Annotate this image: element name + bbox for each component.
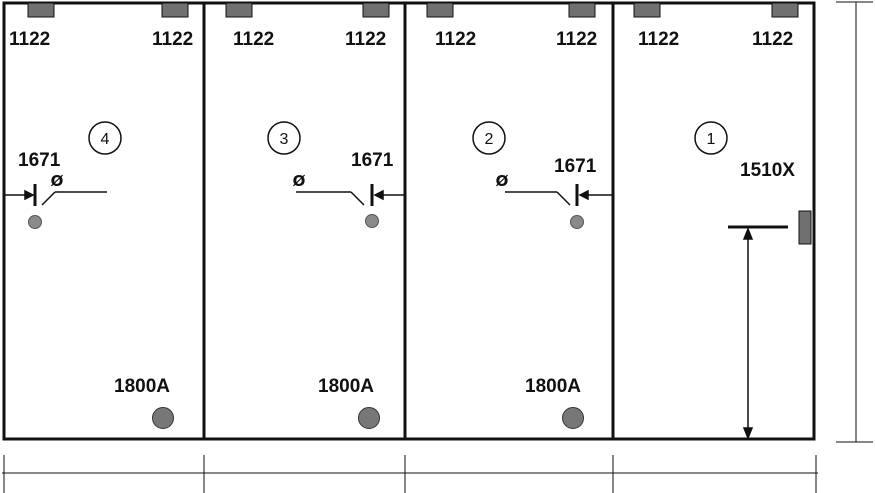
panel-number-text: 3 [280, 131, 289, 148]
lock-label: 1671 [351, 150, 394, 171]
hinge [225, 2, 253, 18]
knob-icon [562, 407, 584, 429]
panel-number-4: 4 [88, 121, 122, 155]
frame-outline [2, 1, 816, 441]
panel-number-2: 2 [472, 121, 506, 155]
diameter-symbol: Ø [293, 172, 306, 190]
knob-label: 1800A [525, 376, 581, 397]
knob-icon [358, 407, 380, 429]
diameter-symbol: Ø [496, 172, 509, 190]
panel-number-1: 1 [694, 121, 728, 155]
lock-assembly-panel-4: 1671 Ø [4, 150, 107, 229]
hinge-label: 1122 [752, 29, 793, 50]
hinge [568, 2, 596, 18]
hinge-label: 1122 [233, 29, 274, 50]
lock-label: 1671 [18, 150, 61, 171]
hinge-label: 1122 [345, 29, 386, 50]
hinge-label: 1122 [435, 29, 476, 50]
diameter-symbol: Ø [51, 172, 64, 190]
lock-label: 1671 [554, 156, 597, 177]
hinge-label: 1122 [9, 29, 50, 50]
cylinder-icon [365, 214, 379, 228]
hardware-panel-1: 1510X [728, 160, 812, 441]
knob-label: 1800A [318, 376, 374, 397]
hinge [161, 2, 189, 18]
hinges [27, 2, 799, 18]
hinge-labels: 1122 1122 1122 1122 1122 1122 1122 1122 [9, 29, 793, 50]
cylinder-icon [28, 215, 42, 229]
hinge [771, 2, 799, 18]
width-dimension-lines [2, 455, 818, 493]
cylinder-icon [570, 215, 584, 229]
height-dimension-line [836, 1, 873, 443]
hinge [426, 2, 454, 18]
strike-plate-icon [798, 210, 812, 245]
hinge [27, 2, 55, 18]
knob-icon [152, 407, 174, 429]
knobs: 1800A 1800A 1800A [114, 376, 584, 429]
hardware-label-1510x: 1510X [740, 160, 795, 181]
door-frame [2, 1, 816, 441]
hinge-label: 1122 [638, 29, 679, 50]
panel-numbers: 4 3 2 1 [88, 121, 728, 155]
lock-assembly-panel-3: 1671 Ø [293, 150, 405, 228]
panel-number-text: 4 [101, 131, 110, 148]
lock-assembly-panel-2: 1671 Ø [496, 156, 613, 229]
hinge [362, 2, 390, 18]
knob-label: 1800A [114, 376, 170, 397]
panel-number-text: 1 [707, 131, 716, 148]
hinge [633, 2, 661, 18]
hinge-label: 1122 [152, 29, 193, 50]
panel-number-text: 2 [485, 131, 494, 148]
panel-number-3: 3 [267, 121, 301, 155]
hinge-label: 1122 [556, 29, 597, 50]
